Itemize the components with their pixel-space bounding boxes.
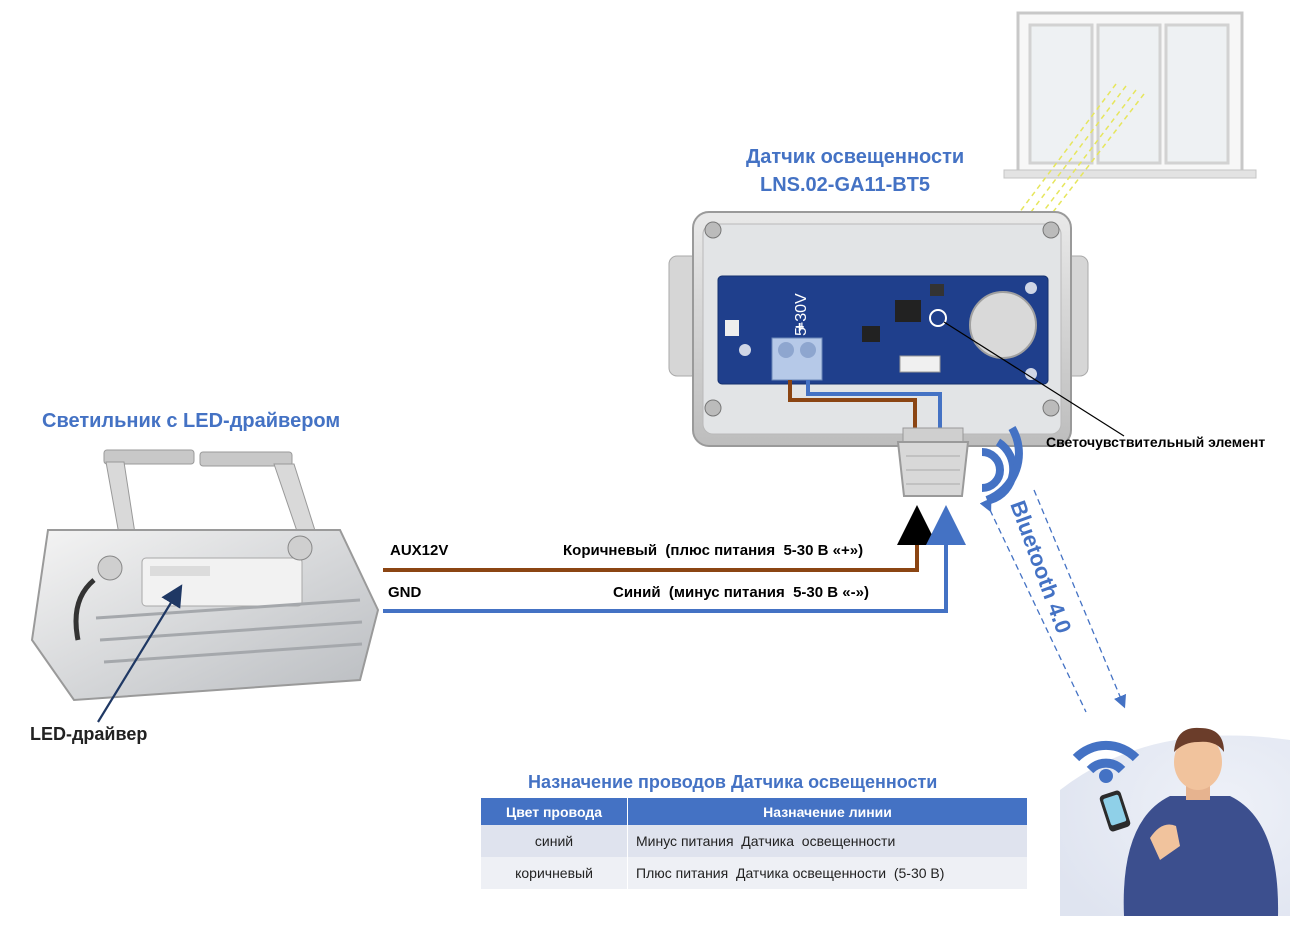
person-phone-icon xyxy=(1060,727,1290,916)
table-header-row: Цвет провода Назначение линии xyxy=(481,798,1027,825)
pcb-voltage-label: 5-30V xyxy=(793,293,810,336)
table-cell-purpose: Минус питания Датчика освещенности xyxy=(627,825,1027,857)
bt-link-left xyxy=(979,497,1087,713)
wire-assignment-table: Цвет провода Назначение линии синий Мину… xyxy=(481,798,1027,889)
bt-link-right xyxy=(1033,489,1126,709)
wifi-icon xyxy=(981,425,1023,504)
lamp-icon xyxy=(30,449,380,702)
table-cell-purpose: Плюс питания Датчика освещенности (5-30 … xyxy=(627,857,1027,889)
brown-wire-desc: Коричневый (плюс питания 5-30 В «+») xyxy=(563,542,864,559)
driver-label: LED-драйвер xyxy=(30,724,148,744)
blue-wire xyxy=(383,505,966,613)
table-header-purpose: Назначение линии xyxy=(627,798,1027,825)
lamp-title: Светильник с LED-драйвером xyxy=(42,410,341,432)
table-cell-color: синий xyxy=(481,825,628,857)
aux-label: AUX12V xyxy=(390,542,449,559)
brown-wire xyxy=(383,505,937,572)
table-row: коричневый Плюс питания Датчика освещенн… xyxy=(481,857,1027,889)
sensor-title-line2: LNS.02-GA11-BT5 xyxy=(760,174,931,196)
window-icon xyxy=(1003,11,1257,179)
sensor-box-icon: + 5-30V xyxy=(668,211,1089,497)
driver-pointer xyxy=(97,584,183,723)
element-label: Светочувствительный элемент xyxy=(1046,434,1266,450)
table-header-color: Цвет провода xyxy=(481,798,628,825)
element-pointer xyxy=(943,321,1125,437)
blue-wire-desc: Синий (минус питания 5-30 В «-») xyxy=(613,584,869,601)
sensor-title-line1: Датчик освещенности xyxy=(746,146,965,168)
table-row: синий Минус питания Датчика освещенности xyxy=(481,825,1027,857)
pcb-plus-label: + xyxy=(795,319,804,336)
gnd-label: GND xyxy=(388,584,422,601)
table-cell-color: коричневый xyxy=(481,857,628,889)
table-title: Назначение проводов Датчика освещенности xyxy=(528,772,938,792)
